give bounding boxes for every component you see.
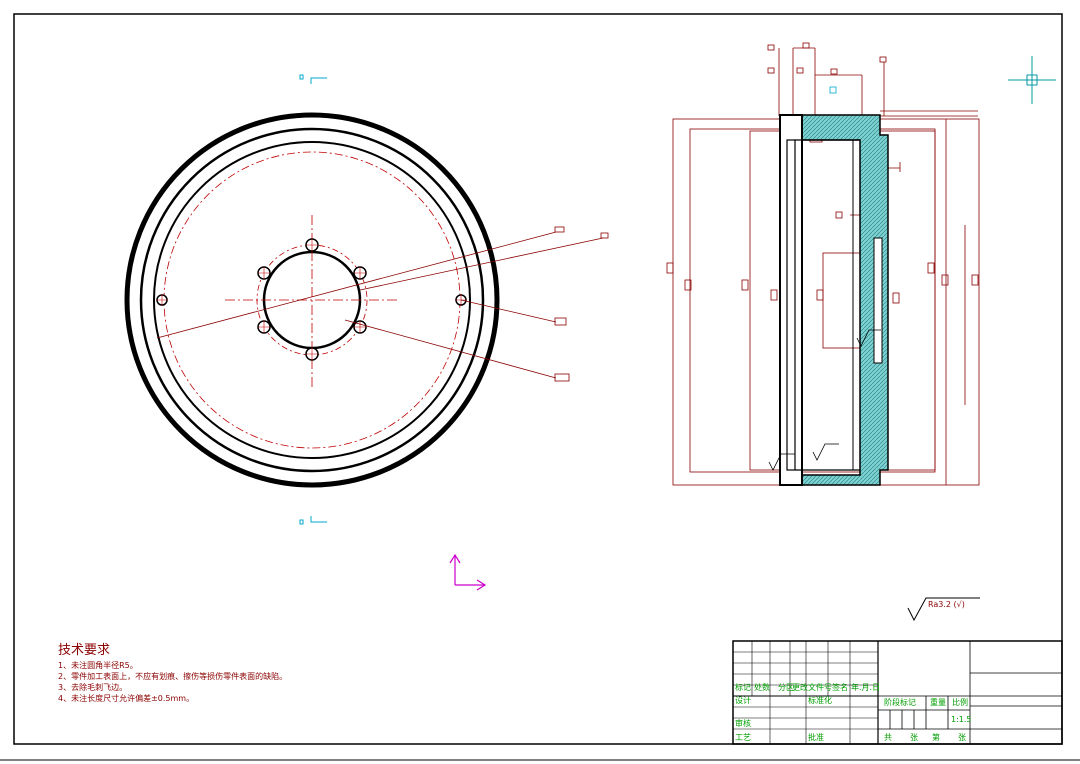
front-view-leaders [156, 226, 609, 382]
hub-dimensions [767, 42, 887, 116]
tb-label-process: 工艺 [735, 733, 751, 742]
tech-req-item-2: 2、零件加工表面上，不应有划痕、擦伤等损伤零件表面的缺陷。 [58, 671, 287, 681]
tb-label-zone: 分区 [778, 683, 794, 692]
tb-label-sheet-no: 第 [932, 732, 940, 742]
ucs-icon [449, 553, 487, 591]
section-roughness-symbols [768, 329, 881, 471]
rim-inner-circle [139, 127, 485, 473]
title-block[interactable] [732, 640, 1063, 745]
title-block-labels: 标记 处数 分区 更改文件号 签名 年.月.日 设计 标准化 审核 工艺 批准 … [735, 682, 972, 742]
tb-label-scale: 比例 [952, 697, 968, 707]
tb-label-design: 设计 [735, 695, 751, 705]
tb-label-approve: 批准 [808, 732, 824, 742]
roughness-note-text: Ra3.2 (√) [928, 600, 965, 609]
drum-lining-wall [786, 139, 796, 471]
roughness-note: Ra3.2 (√) [907, 597, 980, 622]
drum-face-circle [153, 141, 471, 459]
tb-label-sheets-1: 张 [910, 733, 918, 742]
outer-rim-circle [124, 112, 500, 488]
tb-label-sheets-2: 张 [958, 733, 966, 742]
tb-label-date: 年.月.日 [851, 682, 880, 692]
bolt-holes [156, 238, 467, 361]
section-view[interactable] [666, 42, 980, 486]
tb-label-count: 处数 [754, 682, 770, 692]
tb-scale-value: 1:1.5 [951, 715, 972, 724]
tech-req-item-1: 1、未注圆角半径R5。 [58, 660, 138, 670]
tb-label-review: 审核 [735, 718, 751, 728]
tb-label-signature: 签名 [832, 682, 848, 692]
technical-requirements: 技术要求 1、未注圆角半径R5。 2、零件加工表面上，不应有划痕、擦伤等损伤零件… [58, 643, 287, 703]
hub-bore [873, 237, 883, 364]
drawing-border [13, 13, 1063, 745]
tech-req-item-3: 3、去除毛刺飞边。 [58, 682, 127, 692]
tb-label-stage-mark: 阶段标记 [884, 697, 916, 707]
tech-req-title: 技术要求 [58, 643, 110, 658]
view-markers [299, 74, 327, 525]
front-view[interactable] [124, 74, 609, 525]
crosshair-cursor [1008, 56, 1056, 104]
section-dimension-lines [666, 110, 980, 486]
tb-label-change-doc: 更改文件号 [792, 682, 832, 692]
tb-label-mark: 标记 [735, 682, 751, 692]
tb-label-standardization: 标准化 [808, 695, 832, 705]
tech-req-item-4: 4、未注长度尺寸允许偏差±0.5mm。 [58, 693, 194, 703]
tb-label-total: 共 [884, 733, 892, 742]
tb-label-weight: 重量 [930, 697, 946, 707]
